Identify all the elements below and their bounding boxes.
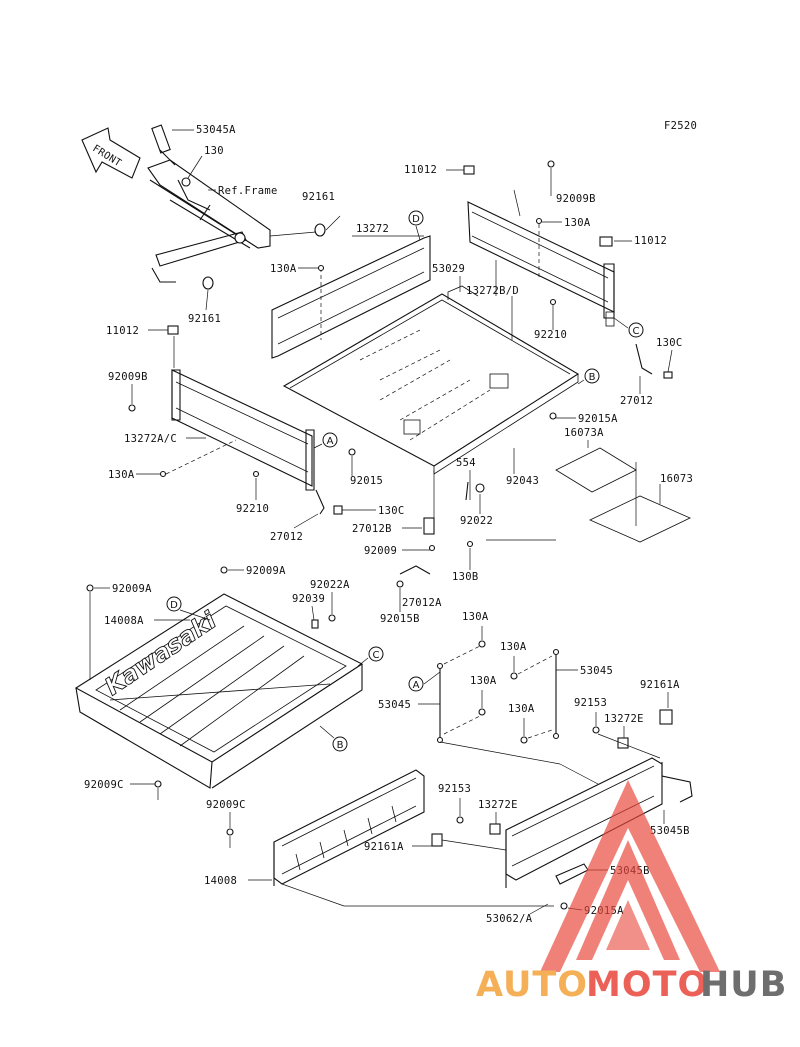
label-92009B-top: 92009B xyxy=(556,193,596,205)
label-11012-right: 11012 xyxy=(634,235,667,247)
label-130C-left: 130C xyxy=(378,505,405,517)
label-14008A: 14008A xyxy=(104,615,144,627)
label-11012-left: 11012 xyxy=(106,325,139,337)
label-13272E-2: 13272E xyxy=(478,799,518,811)
label-130-top: 130 xyxy=(204,145,224,157)
label-92153-1: 92153 xyxy=(574,697,607,709)
label-53062A: 53062/A xyxy=(486,913,533,925)
label-92009A-1: 92009A xyxy=(112,583,152,595)
label-130C-right: 130C xyxy=(656,337,683,349)
mat-16073A xyxy=(555,447,637,493)
label-53045B-1: 53045B xyxy=(650,825,690,837)
cap-icon xyxy=(463,165,475,175)
label-92161-bottom: 92161 xyxy=(188,313,221,325)
watermark-hub: HUB xyxy=(700,965,787,1005)
svg-text:C: C xyxy=(373,650,380,661)
label-92039: 92039 xyxy=(292,593,325,605)
front-arrow-icon: FRONT xyxy=(81,127,141,179)
svg-text:B: B xyxy=(337,740,344,751)
end-panel-13272AC xyxy=(171,369,325,515)
label-92161-top: 92161 xyxy=(302,191,335,203)
label-92022A: 92022A xyxy=(310,579,350,591)
label-53045-2: 53045 xyxy=(580,665,613,677)
label-130A-6: 130A xyxy=(470,675,497,687)
callout-B-top: B xyxy=(584,368,600,384)
label-130B: 130B xyxy=(452,571,479,583)
label-92153-2: 92153 xyxy=(438,783,471,795)
callout-C-top: C xyxy=(628,322,644,338)
label-16073: 16073 xyxy=(660,473,693,485)
label-92009C-2: 92009C xyxy=(206,799,246,811)
label-92009A-2: 92009A xyxy=(246,565,286,577)
svg-text:D: D xyxy=(412,214,420,225)
label-92009C-1: 92009C xyxy=(84,779,124,791)
svg-text:B: B xyxy=(589,372,596,383)
label-13272: 13272 xyxy=(356,223,389,235)
callout-B-mid: B xyxy=(332,736,348,752)
side-panel-13272 xyxy=(271,235,431,359)
ref-frame-assembly xyxy=(147,124,326,290)
label-130A-7: 130A xyxy=(508,703,535,715)
automotohub-watermark: AUTO MOTO HUB xyxy=(476,780,787,1005)
mat-16073 xyxy=(589,495,691,543)
label-92022: 92022 xyxy=(460,515,493,527)
label-92161A-2: 92161A xyxy=(364,841,404,853)
label-92009B-left: 92009B xyxy=(108,371,148,383)
watermark-auto: AUTO xyxy=(476,965,588,1005)
end-panel-13272BD xyxy=(467,201,653,375)
label-92043: 92043 xyxy=(506,475,539,487)
label-92210-right: 92210 xyxy=(534,329,567,341)
pad-icon xyxy=(659,709,673,725)
label-11012-top: 11012 xyxy=(404,164,437,176)
cap-icon-right xyxy=(599,236,613,247)
label-130A-1: 130A xyxy=(270,263,297,275)
label-53045-1: 53045 xyxy=(378,699,411,711)
svg-text:A: A xyxy=(413,680,420,691)
svg-text:A: A xyxy=(327,436,334,447)
label-92015A-1: 92015A xyxy=(578,413,618,425)
callout-A-top: A xyxy=(322,432,338,448)
label-53029: 53029 xyxy=(432,263,465,275)
label-13272AC: 13272A/C xyxy=(124,433,177,445)
label-27012-left: 27012 xyxy=(270,531,303,543)
label-92161A-1: 92161A xyxy=(640,679,680,691)
label-130A-5: 130A xyxy=(500,641,527,653)
label-92210-left: 92210 xyxy=(236,503,269,515)
label-13272E-1: 13272E xyxy=(604,713,644,725)
label-554: 554 xyxy=(456,457,476,469)
svg-text:C: C xyxy=(633,326,640,337)
label-130A-2: 130A xyxy=(564,217,591,229)
svg-text:D: D xyxy=(170,600,178,611)
label-27012-right: 27012 xyxy=(620,395,653,407)
ref-frame-label: Ref.Frame xyxy=(218,185,278,197)
label-13272BD: 13272B/D xyxy=(466,285,519,297)
callout-D-mid: D xyxy=(166,596,182,612)
callout-C-mid: C xyxy=(368,646,384,662)
label-16073A: 16073A xyxy=(564,427,604,439)
label-130A-3: 130A xyxy=(108,469,135,481)
label-92009: 92009 xyxy=(364,545,397,557)
figure-code: F2520 xyxy=(664,120,697,132)
callout-D-top: D xyxy=(408,210,424,226)
label-27012A: 27012A xyxy=(402,597,442,609)
label-53045A: 53045A xyxy=(196,124,236,136)
label-92015: 92015 xyxy=(350,475,383,487)
label-130A-4: 130A xyxy=(462,611,489,623)
front-liner-14008 xyxy=(273,769,425,886)
label-92015B: 92015B xyxy=(380,613,420,625)
callout-A-lower: A xyxy=(408,676,424,692)
watermark-moto: MOTO xyxy=(586,965,708,1005)
label-14008: 14008 xyxy=(204,875,237,887)
label-27012B: 27012B xyxy=(352,523,392,535)
